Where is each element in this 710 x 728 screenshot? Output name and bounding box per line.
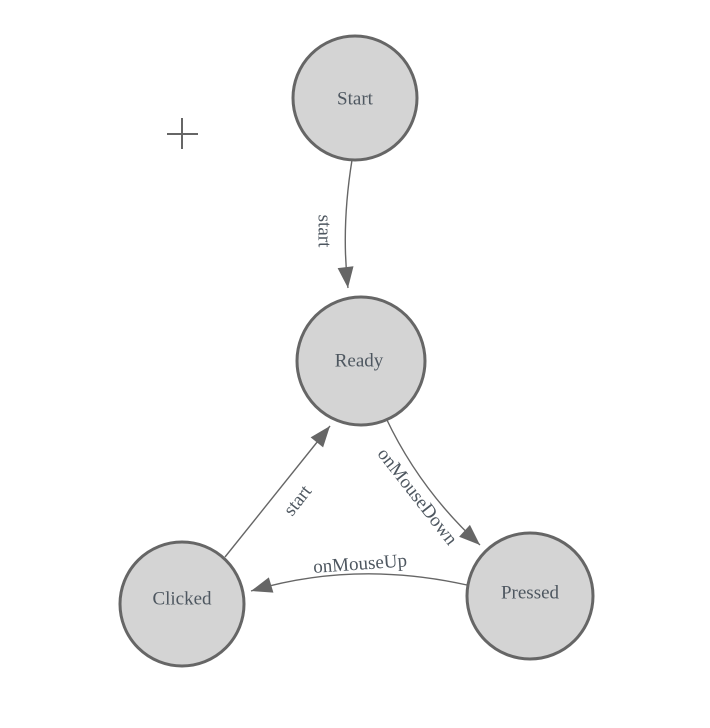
edge-clicked-to-ready[interactable] (224, 425, 331, 558)
edge-ready-to-pressed[interactable] (385, 417, 481, 546)
node-ready[interactable]: Ready (295, 295, 427, 427)
plus-crosshair-icon (167, 118, 198, 149)
edge-start-to-ready[interactable] (337, 159, 354, 289)
node-clicked-circle[interactable] (118, 540, 246, 668)
node-ready-label: Ready (335, 351, 384, 372)
node-start[interactable]: Start (291, 34, 419, 162)
node-start-circle[interactable] (291, 34, 419, 162)
node-ready-circle[interactable] (295, 295, 427, 427)
node-pressed[interactable]: Pressed (465, 531, 595, 661)
node-pressed-circle[interactable] (465, 531, 595, 661)
node-pressed-label: Pressed (501, 583, 560, 604)
edge-label-onmousedown: onMouseDown (373, 444, 462, 550)
node-clicked[interactable]: Clicked (118, 540, 246, 668)
node-start-label: Start (337, 89, 374, 110)
node-clicked-label: Clicked (152, 589, 212, 610)
edge-pressed-to-clicked[interactable] (250, 573, 468, 593)
edge-label-onmouseup: onMouseUp (312, 550, 407, 578)
edge-label-start-top: start (313, 215, 334, 248)
edge-label-start-left: start (280, 481, 317, 520)
